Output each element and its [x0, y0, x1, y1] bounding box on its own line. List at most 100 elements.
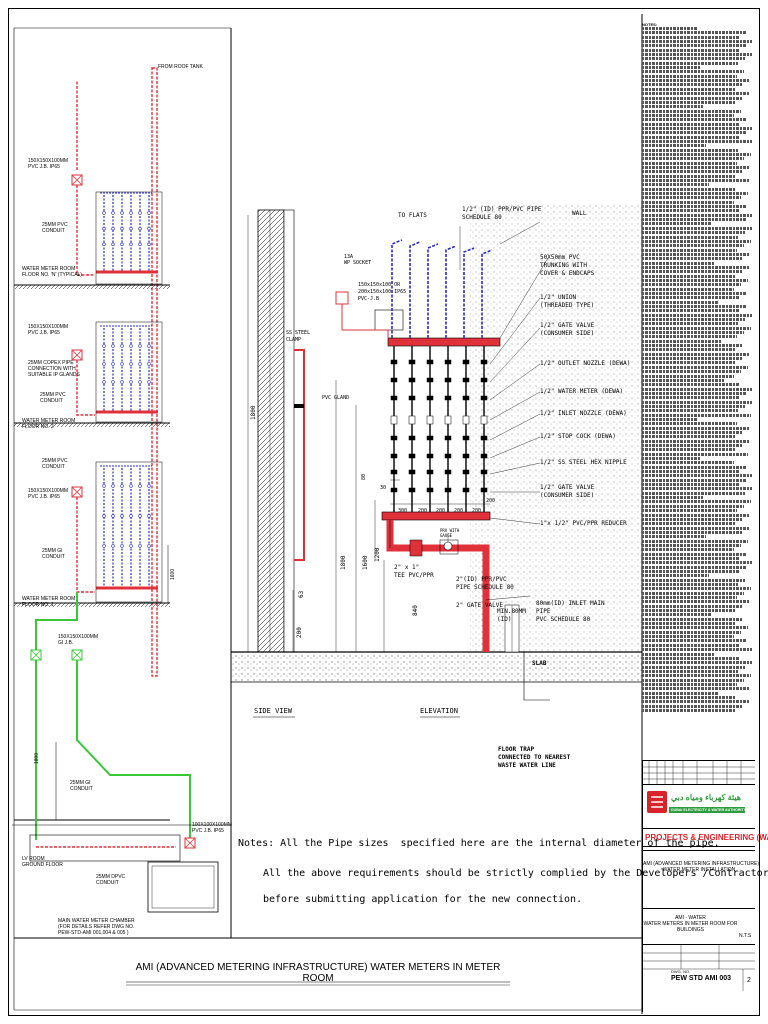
main-title: AMI (ADVANCED METERING INFRASTRUCTURE) W… [135, 962, 501, 984]
label-pvc-jb-2: 150X150X100MM PVC J.B. IP65 [28, 324, 69, 336]
meter-symbol [111, 362, 115, 366]
meter-fitting [408, 435, 416, 441]
room-box-2 [95, 321, 163, 423]
label-copex-pipe: 25MM COPEX PIPE CONNECTION WITH SUITABLE… [28, 360, 80, 378]
label-pvc-conduit-1: 25MM PVC CONDUIT [42, 222, 68, 234]
flat-supply-line [463, 247, 475, 338]
label-min-80: MIN.80MM (ID) [497, 608, 526, 623]
dim-side-1600: 1600 [170, 568, 176, 580]
meter-symbol [102, 514, 106, 518]
label-from-roof-tank: FROM ROOF TANK [158, 64, 203, 70]
jb-marker-1 [71, 174, 83, 186]
label-trunking: 50X50mm PVC TRUNKING WITH COVER & ENDCAP… [540, 254, 595, 277]
meter-fitting [462, 359, 470, 365]
label-pvc-conduit-3: 25MM PVC CONDUIT [42, 458, 68, 470]
meter-symbol [147, 544, 151, 548]
meter-symbol [129, 211, 133, 215]
dim-1200: 1200 [374, 547, 381, 562]
meter-fitting [462, 395, 470, 401]
meter-symbol [129, 362, 133, 366]
flat-supply-line [445, 245, 457, 338]
title-block: هيئة كهرباء ومياه دبي DUBAI ELECTRICITY … [642, 760, 768, 1012]
meter-fitting [444, 469, 452, 475]
note-line-1: Notes: All the Pipe sizes specified here… [238, 838, 720, 849]
meter-fitting [444, 395, 452, 401]
meter-symbol [111, 211, 115, 215]
dim-1800: 1800 [340, 555, 347, 570]
dwg-no-label: DWG. NO. [671, 969, 691, 974]
dept-name: PROJECTS & ENGINEERING (WATER) [645, 833, 768, 842]
meter-symbol [138, 362, 142, 366]
dim-200-e: 200 [486, 498, 496, 504]
meter-symbol [120, 344, 124, 348]
meter-fitting [408, 469, 416, 475]
label-reducer: 1"x 1/2" PVC/PPR REDUCER [540, 520, 627, 527]
sheet-title: AMI - WATER WATER METERS IN METER ROOM F… [643, 915, 738, 933]
meter-symbol [120, 380, 124, 384]
meter-symbol [138, 514, 142, 518]
meter-symbol [129, 514, 133, 518]
meter-fitting [426, 487, 434, 493]
meter-symbol [129, 344, 133, 348]
meter-fitting [408, 395, 416, 401]
meter-symbol [147, 226, 151, 231]
meter-symbol [129, 484, 133, 488]
meter-fitting [444, 359, 452, 365]
meter-fitting [480, 435, 488, 441]
dim-side-1800: 1800 [34, 752, 40, 764]
label-ppr-pipe: 1/2" (ID) PPR/PVC PIPE SCHEDULE 80 [462, 206, 542, 221]
meter-fitting [390, 395, 398, 401]
meter-fitting [462, 377, 470, 383]
room-box-n [95, 191, 163, 285]
notes-column: NOTES: [642, 22, 754, 760]
meter-symbol [102, 362, 106, 366]
meter-fitting [444, 487, 452, 493]
project-name: AMI (ADVANCED METERING INFRASTRUCTURE) W… [643, 861, 760, 873]
meter-symbol [138, 380, 142, 384]
scale: N.T.S [739, 933, 752, 939]
logo-area: هيئة كهرباء ومياه دبي DUBAI ELECTRICITY … [643, 784, 755, 829]
dim-840: 840 [412, 605, 419, 616]
dim-30: 30 [380, 485, 387, 491]
meter-fitting [444, 435, 452, 441]
meter-symbol [147, 514, 151, 518]
label-gi-conduit-2: 25MM GI CONDUIT [70, 780, 93, 792]
revision: 2 [747, 977, 751, 984]
meter-fitting [408, 377, 416, 383]
label-dpvc-conduit: 25MM DPVC CONDUIT [96, 874, 126, 886]
meter-fitting [408, 359, 416, 365]
meter-fitting [390, 377, 398, 383]
label-union: 1/2" UNION (THREADED TYPE) [540, 294, 595, 309]
flat-supply-line [481, 249, 493, 338]
meter-symbol [147, 211, 151, 215]
floor-blocks [96, 192, 158, 590]
meter-columns [390, 346, 488, 512]
label-pvc-jb-4: 100X100X100MM PVC J.B. IP65 [192, 822, 233, 834]
label-slab: SLAB [532, 660, 547, 667]
meter-fitting [390, 487, 398, 493]
label-gate-valve-3: 2" GATE VALVE [456, 602, 503, 609]
side-view-wall [257, 209, 285, 653]
dim-side-1800-b: 1800 [250, 405, 257, 420]
label-prv: PRV WITH GAUGE [440, 528, 460, 538]
note-line-3: before submitting application for the ne… [263, 894, 583, 905]
meter-symbol [111, 514, 115, 518]
meter-symbol [147, 362, 151, 366]
dim-200-b: 200 [436, 508, 446, 514]
label-main-chamber: MAIN WATER METER CHAMBER (FOR DETAILS RE… [58, 918, 135, 936]
meter-fitting [444, 415, 452, 425]
meter-fitting [480, 377, 488, 383]
label-tee: 2" x 1" TEE PVC/PPR [394, 564, 434, 579]
label-gate-valve-2: 1/2" GATE VALVE (CONSUMER SIDE) [540, 484, 595, 499]
note-line-2: All the above requirements should be str… [263, 868, 768, 879]
room-box-1 [95, 461, 163, 603]
sign-grid: DWG. NO. PEW STD AMI 003 2 [643, 944, 755, 991]
label-ss-clamp: SS STEEL CLAMP [286, 330, 311, 343]
dept-row: PROJECTS & ENGINEERING (WATER) [643, 828, 768, 847]
meter-fitting [408, 487, 416, 493]
jb-marker-2 [71, 349, 83, 361]
label-socket: 13A WP SOCKET [344, 254, 372, 266]
notes-heading: NOTES: [642, 22, 658, 27]
dim-80: 80 [361, 473, 367, 480]
